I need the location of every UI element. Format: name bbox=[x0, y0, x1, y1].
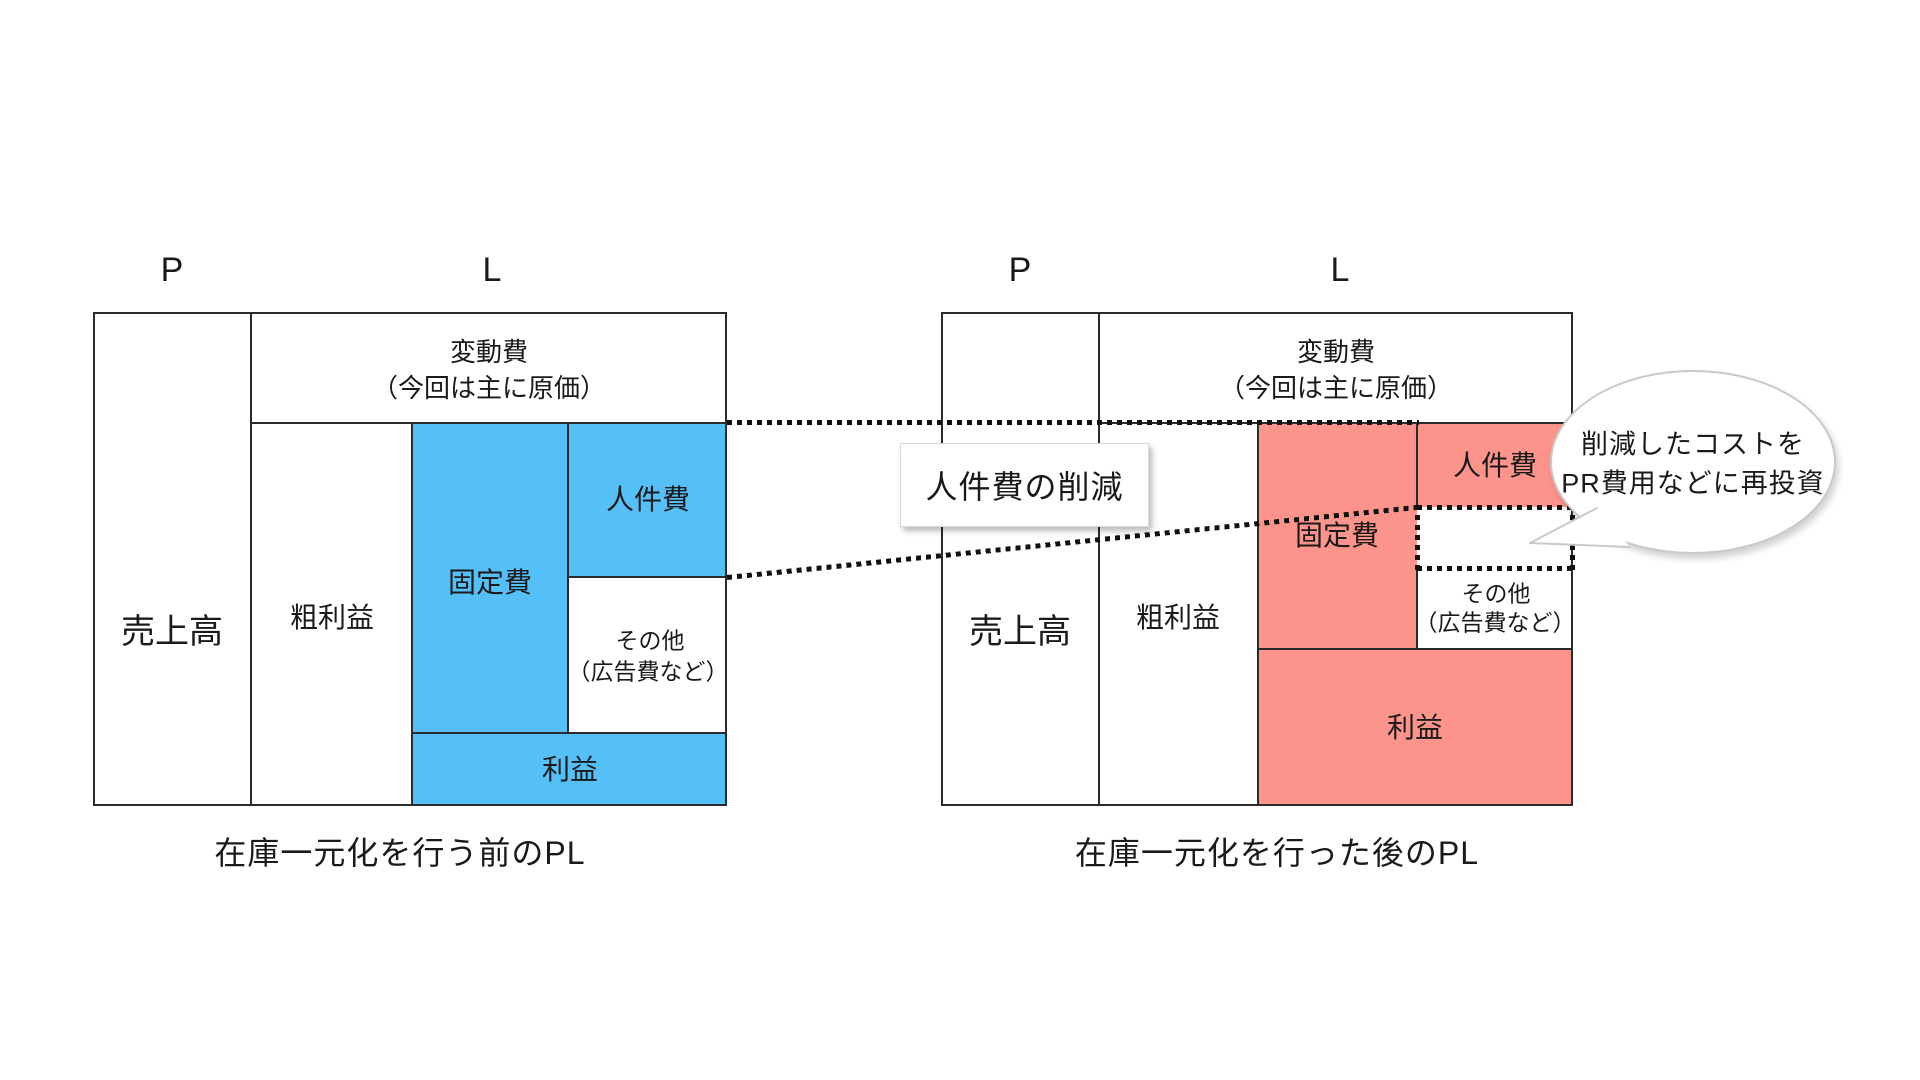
before-box-outline bbox=[93, 312, 727, 806]
reduction-note-label: 人件費の削減 bbox=[925, 469, 1124, 505]
removed-cost-box-bottom bbox=[1417, 566, 1575, 571]
after-variable-cost-line2: （今回は主に原価） bbox=[1218, 373, 1454, 403]
connector-top-dotted-line bbox=[727, 420, 1419, 425]
after-personnel-cost-label: 人件費 bbox=[1452, 450, 1538, 481]
before-caption: 在庫一元化を行う前のPL bbox=[214, 835, 586, 871]
after-divider-fixed-other bbox=[1416, 568, 1418, 649]
after-personnel-cost-block bbox=[1417, 423, 1573, 507]
after-sales-label: 売上高 bbox=[969, 613, 1071, 651]
before-line-personnel-bottom bbox=[568, 576, 727, 578]
before-sales-label: 売上高 bbox=[121, 613, 223, 651]
after-divider-fixed-personnel bbox=[1416, 423, 1418, 507]
after-fixed-cost-block bbox=[1258, 423, 1417, 649]
reinvest-bubble-line1: 削減したコストを bbox=[1581, 429, 1805, 460]
after-profit-label: 利益 bbox=[1386, 712, 1444, 743]
before-divider-fixed-personnel bbox=[567, 423, 569, 733]
after-other-line2: （広告費など） bbox=[1414, 609, 1576, 636]
before-fixed-cost-label: 固定費 bbox=[447, 567, 533, 598]
before-p-label: P bbox=[160, 251, 184, 289]
after-profit-block bbox=[1258, 649, 1573, 806]
before-divider-gross-fixed bbox=[411, 423, 413, 806]
reduction-note-box: 人件費の削減 bbox=[900, 443, 1149, 527]
before-variable-cost-line1: 変動費 bbox=[449, 337, 529, 367]
before-divider-pl bbox=[250, 312, 252, 806]
before-other-line2: （広告費など） bbox=[567, 658, 729, 685]
reinvest-bubble-line2: PR費用などに再投資 bbox=[1561, 468, 1825, 499]
before-gross-profit-label: 粗利益 bbox=[289, 602, 375, 633]
after-caption: 在庫一元化を行った後のPL bbox=[1074, 835, 1480, 871]
after-divider-gross-fixed bbox=[1257, 423, 1259, 806]
before-profit-block bbox=[412, 733, 727, 806]
before-l-label: L bbox=[482, 251, 502, 289]
before-other-line1: その他 bbox=[615, 627, 685, 654]
reinvest-bubble-tail bbox=[1529, 507, 1631, 548]
before-profit-label: 利益 bbox=[541, 754, 599, 785]
before-line-profit-top bbox=[412, 732, 727, 734]
after-divider-pl bbox=[1098, 312, 1100, 806]
before-personnel-cost-label: 人件費 bbox=[605, 484, 691, 515]
after-l-label: L bbox=[1330, 251, 1350, 289]
removed-cost-box-top bbox=[1417, 505, 1575, 510]
after-fixed-cost-label: 固定費 bbox=[1294, 520, 1380, 551]
before-line-variable-bottom bbox=[251, 422, 727, 424]
before-variable-cost-line2: （今回は主に原価） bbox=[371, 373, 607, 403]
before-personnel-cost-block bbox=[568, 423, 727, 577]
after-gross-profit-label: 粗利益 bbox=[1135, 602, 1221, 633]
after-line-profit-top bbox=[1258, 648, 1573, 650]
before-fixed-cost-block bbox=[412, 423, 568, 733]
removed-cost-box-left bbox=[1415, 505, 1420, 570]
after-other-line1: その他 bbox=[1461, 580, 1531, 607]
after-variable-cost-line1: 変動費 bbox=[1296, 337, 1376, 367]
after-p-label: P bbox=[1008, 251, 1032, 289]
